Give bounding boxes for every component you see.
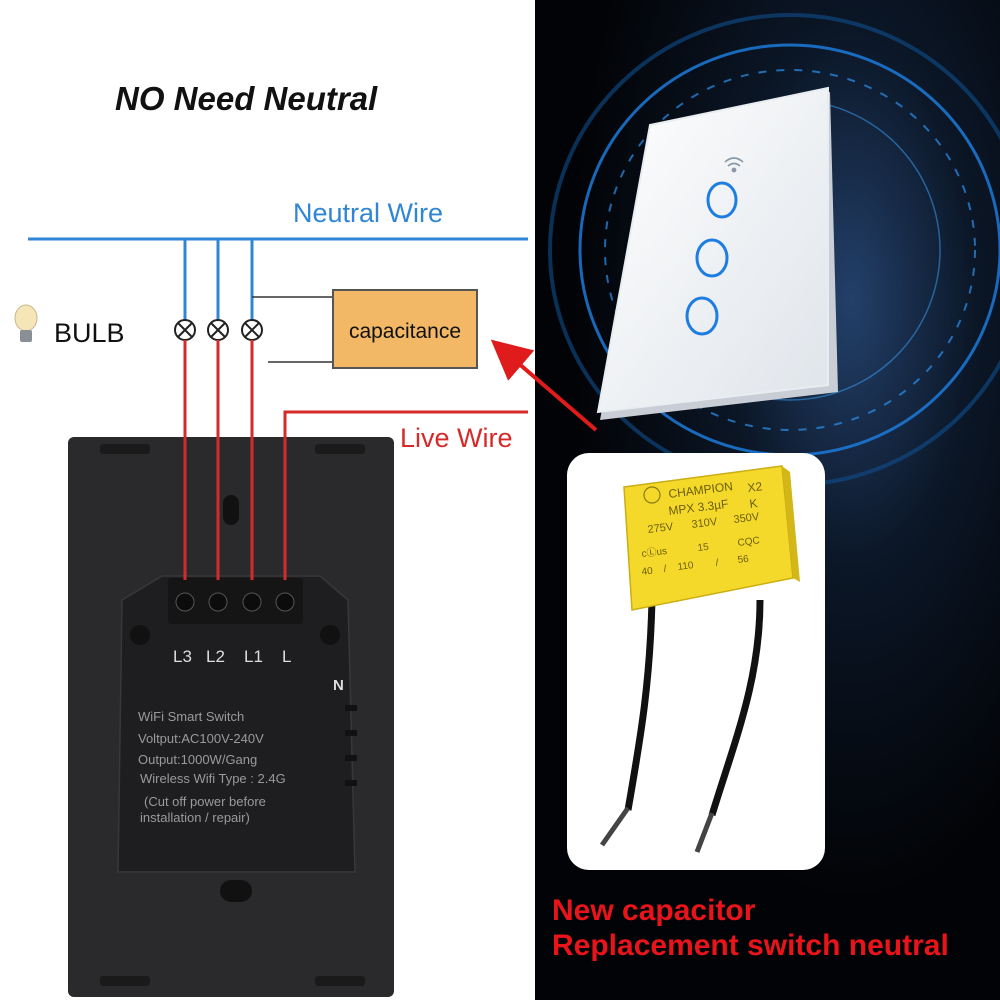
capacitor-class: X2 bbox=[747, 479, 764, 495]
capacitor-temp-3: 110 bbox=[677, 560, 695, 573]
live-wire-label: Live Wire bbox=[400, 423, 513, 453]
caption-line-2: Replacement switch neutral bbox=[552, 929, 949, 962]
terminal-n: N bbox=[333, 677, 344, 694]
spec-line-2: Voltput:AC100V-240V bbox=[138, 731, 264, 746]
spec-line-6: installation / repair) bbox=[140, 810, 250, 825]
page-title: NO Need Neutral bbox=[115, 80, 378, 117]
wifi-icon bbox=[724, 157, 744, 173]
capacitor-temp-4: / bbox=[715, 558, 719, 569]
capacitor-temp-2: / bbox=[663, 564, 667, 575]
neutral-wire-label: Neutral Wire bbox=[293, 198, 443, 228]
terminal-block bbox=[168, 578, 303, 624]
switch-back-housing bbox=[68, 437, 394, 997]
capacitor-voltage-3: 350V bbox=[733, 511, 761, 526]
capacitor-voltage-2: 310V bbox=[691, 516, 719, 531]
capacitor-tolerance: K bbox=[749, 496, 759, 511]
live-wires bbox=[183, 340, 528, 580]
lightbulb-icon bbox=[14, 304, 38, 342]
terminal-l: L bbox=[282, 647, 291, 666]
touch-button-2 bbox=[695, 238, 729, 278]
capacitor-voltage-1: 275V bbox=[647, 521, 675, 536]
capacitor-component: CHAMPION X2 MPX 3.3µF K 275V 310V 350V c… bbox=[599, 465, 800, 853]
terminal-l3: L3 bbox=[173, 647, 192, 666]
bulb-drops bbox=[183, 239, 254, 320]
glass-touch-switch bbox=[596, 86, 838, 420]
spec-line-1: WiFi Smart Switch bbox=[138, 709, 244, 724]
capacitance-label: capacitance bbox=[349, 320, 461, 343]
spec-line-4: Wireless Wifi Type : 2.4G bbox=[140, 771, 286, 786]
capacitor-cert-1: cⓁus bbox=[641, 545, 668, 560]
spec-line-5: (Cut off power before bbox=[144, 794, 266, 809]
terminal-l1: L1 bbox=[244, 647, 263, 666]
cert-mark-icon bbox=[643, 486, 661, 504]
capacitor-arrow bbox=[490, 339, 598, 432]
capacitor-cert-2: 15 bbox=[697, 542, 710, 554]
spec-line-3: Output:1000W/Gang bbox=[138, 752, 257, 767]
touch-button-1 bbox=[706, 181, 738, 219]
lamp-symbols bbox=[174, 319, 263, 341]
capacitor-temp-1: 40 bbox=[641, 566, 654, 578]
capacitance-box bbox=[332, 289, 478, 369]
terminal-l2: L2 bbox=[206, 647, 225, 666]
caption-line-1: New capacitor bbox=[552, 894, 756, 927]
capacitor-cert-3: CQC bbox=[737, 535, 760, 549]
capacitance-leads bbox=[252, 296, 333, 363]
capacitor-temp-5: 56 bbox=[737, 554, 750, 566]
touch-button-3 bbox=[685, 296, 719, 336]
bulb-label: BULB bbox=[54, 318, 125, 348]
